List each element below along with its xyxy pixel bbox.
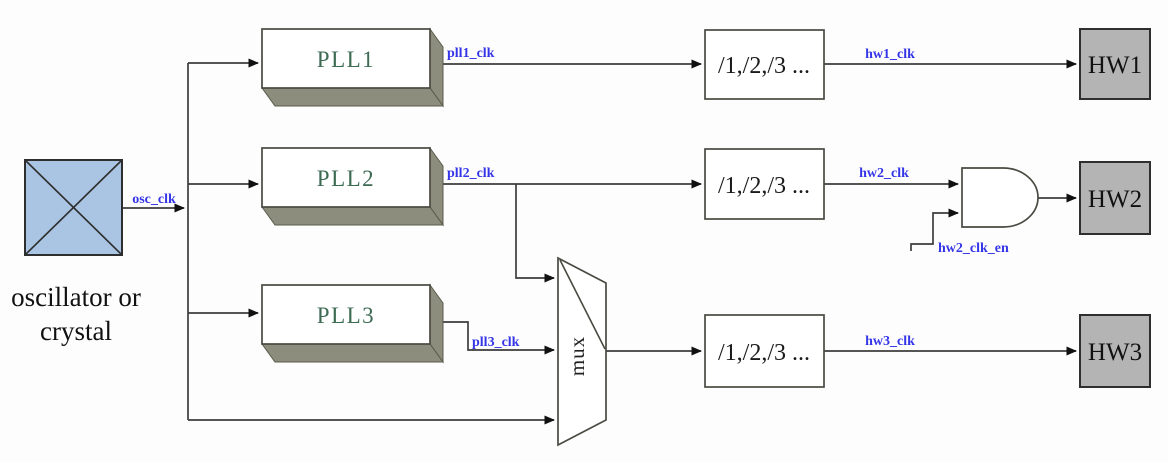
oscillator-caption-line1: oscillator or — [11, 282, 141, 312]
signal-labels: osc_clk pll1_clk pll2_clk pll3_clk hw1_c… — [132, 46, 1009, 350]
hw3-label: HW3 — [1088, 339, 1142, 366]
divider1-box — [704, 29, 825, 100]
hw3-box — [1079, 314, 1151, 388]
hw1-block: HW1 — [1079, 28, 1151, 100]
and-gate-shape — [961, 167, 1039, 228]
mux-block: mux — [557, 256, 607, 447]
oscillator-block: oscillator or crystal — [11, 159, 141, 346]
divider3-block: /1,/2,/3 ... — [704, 314, 825, 388]
divider2-block: /1,/2,/3 ... — [704, 148, 825, 220]
pll3-label: PLL3 — [317, 303, 375, 328]
oscillator-caption-line2: crystal — [40, 316, 112, 346]
pll1-box — [261, 28, 431, 89]
mux-select-diagonal — [559, 259, 606, 350]
signal-label-hw2-clk-en: hw2_clk_en — [938, 241, 1009, 256]
pll1-block: PLL1 — [261, 27, 444, 108]
oscillator-x-diagonal-2 — [24, 159, 123, 256]
signal-label-hw2-clk: hw2_clk — [859, 166, 909, 181]
divider2-label: /1,/2,/3 ... — [718, 173, 810, 199]
hw2-block: HW2 — [1079, 161, 1151, 235]
signal-label-hw1-clk: hw1_clk — [865, 47, 915, 62]
hw2-box — [1079, 161, 1151, 235]
signal-label-hw3-clk: hw3_clk — [865, 334, 915, 349]
pll3-block: PLL3 — [261, 283, 444, 364]
wire-hw2-clk-en — [910, 208, 959, 251]
pll3-shadow-bottom — [261, 343, 444, 363]
and-gate — [961, 167, 1039, 228]
signal-label-pll2-clk: pll2_clk — [447, 166, 495, 181]
pll2-label: PLL2 — [317, 166, 375, 191]
mux-label: mux — [565, 336, 589, 376]
divider3-box — [704, 314, 825, 388]
hw3-block: HW3 — [1079, 314, 1151, 388]
pll1-label: PLL1 — [317, 47, 375, 72]
divider1-block: /1,/2,/3 ... — [704, 29, 825, 100]
wire-pll3-clk — [443, 321, 555, 355]
signal-label-pll1-clk: pll1_clk — [447, 46, 495, 61]
divider3-label: /1,/2,/3 ... — [718, 340, 810, 366]
signal-label-osc-clk: osc_clk — [132, 192, 176, 207]
hw1-box — [1079, 28, 1151, 100]
mux-trapezoid — [557, 256, 607, 447]
signal-label-pll3-clk: pll3_clk — [472, 335, 520, 350]
hw2-label: HW2 — [1088, 186, 1142, 213]
pll2-block: PLL2 — [261, 146, 444, 227]
divider2-box — [704, 148, 825, 220]
pll3-box — [261, 284, 431, 345]
wire-pll2-to-mux — [515, 184, 555, 283]
pll1-shadow-bottom — [261, 87, 444, 107]
pll2-box — [261, 147, 431, 208]
hw1-label: HW1 — [1088, 52, 1142, 79]
pll2-shadow-bottom — [261, 206, 444, 226]
divider1-label: /1,/2,/3 ... — [718, 53, 810, 79]
wires — [122, 58, 1077, 425]
